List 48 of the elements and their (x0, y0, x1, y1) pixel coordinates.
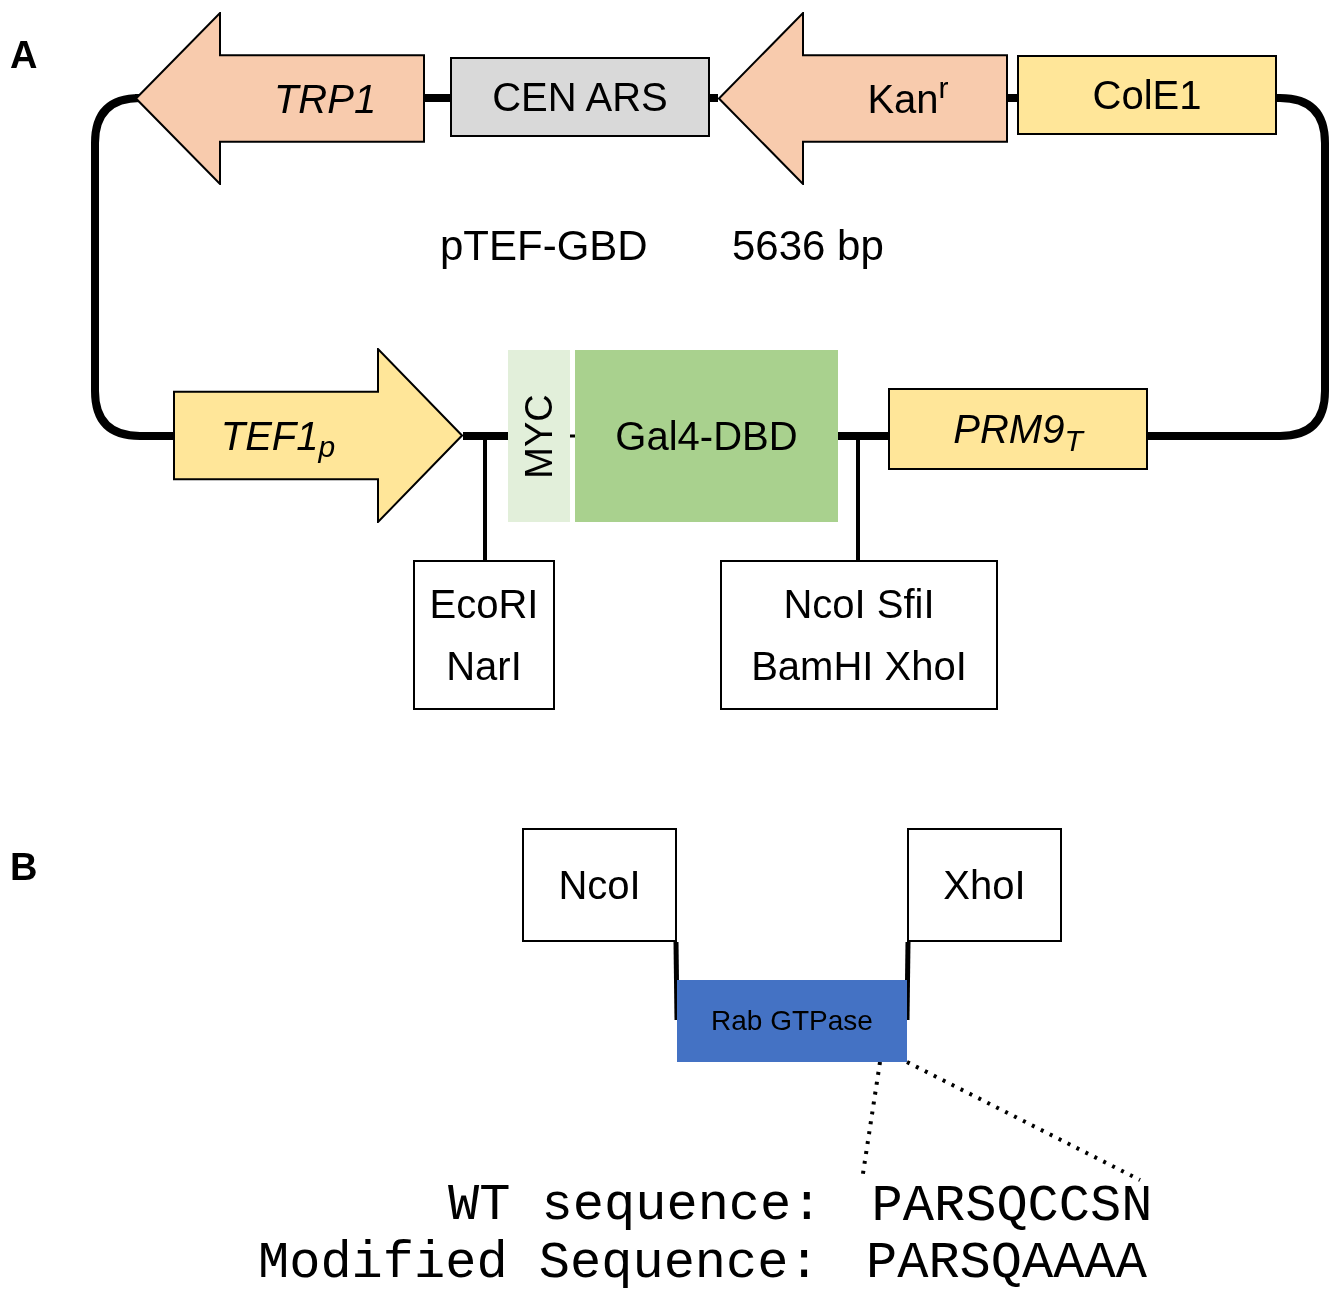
dna-line (483, 438, 487, 560)
plasmid-name: pTEF-GBD (440, 225, 648, 267)
site-box (720, 560, 998, 710)
label-text: NcoI SfiI (783, 581, 935, 628)
element-box (450, 57, 710, 137)
label-text: NcoI (558, 862, 641, 909)
label-text: NarI (446, 643, 522, 690)
label-text: Rab GTPase (711, 1004, 873, 1039)
plasmid-size: 5636 bp (732, 225, 884, 267)
label-text: TRP1 (273, 75, 377, 123)
label-text: BamHI XhoI (751, 643, 967, 690)
label-text: TEF1$_{p}$ (220, 412, 336, 465)
label-text: CEN ARS (492, 74, 668, 121)
label-text: ColE1 (1092, 72, 1202, 119)
gene-block (718, 12, 1008, 185)
dna-line (425, 94, 450, 102)
site-box (413, 560, 555, 710)
dna-line (570, 434, 575, 438)
domain-box (575, 350, 838, 522)
dna-line (673, 941, 680, 1021)
label-text: PRM9$_{T}$ (953, 406, 1083, 459)
tag-box (508, 350, 570, 522)
gene-box (677, 980, 907, 1062)
panel-letter: B (10, 848, 38, 886)
promoter-block (173, 348, 463, 523)
dotted-leader-line (906, 1060, 1141, 1182)
label-text: Gal4-DBD (615, 413, 798, 460)
dna-line (1008, 94, 1017, 102)
terminator-box (888, 388, 1148, 470)
label-text: XhoI (943, 862, 1026, 909)
dna-line (1148, 94, 1329, 440)
dna-line (838, 432, 888, 440)
sequence-caption: Modified Sequence: (258, 1238, 820, 1290)
sequence-text: PARSQAAAA (866, 1238, 1147, 1290)
dna-line (856, 438, 860, 560)
label-text: PARSQCCSN (871, 1175, 1153, 1238)
dna-line (710, 94, 718, 102)
label-text: Kan$^{r}$ (867, 69, 949, 123)
dna-line (904, 941, 911, 1021)
label-text: EcoRI (429, 581, 539, 628)
dna-line (463, 432, 508, 440)
gene-block (135, 12, 425, 185)
element-box (1017, 55, 1277, 135)
site-box (907, 828, 1062, 942)
sequence-caption: WT sequence: (448, 1180, 823, 1232)
label-text: MYC (516, 393, 561, 479)
panel-letter: A (10, 36, 38, 74)
site-box (522, 828, 677, 942)
